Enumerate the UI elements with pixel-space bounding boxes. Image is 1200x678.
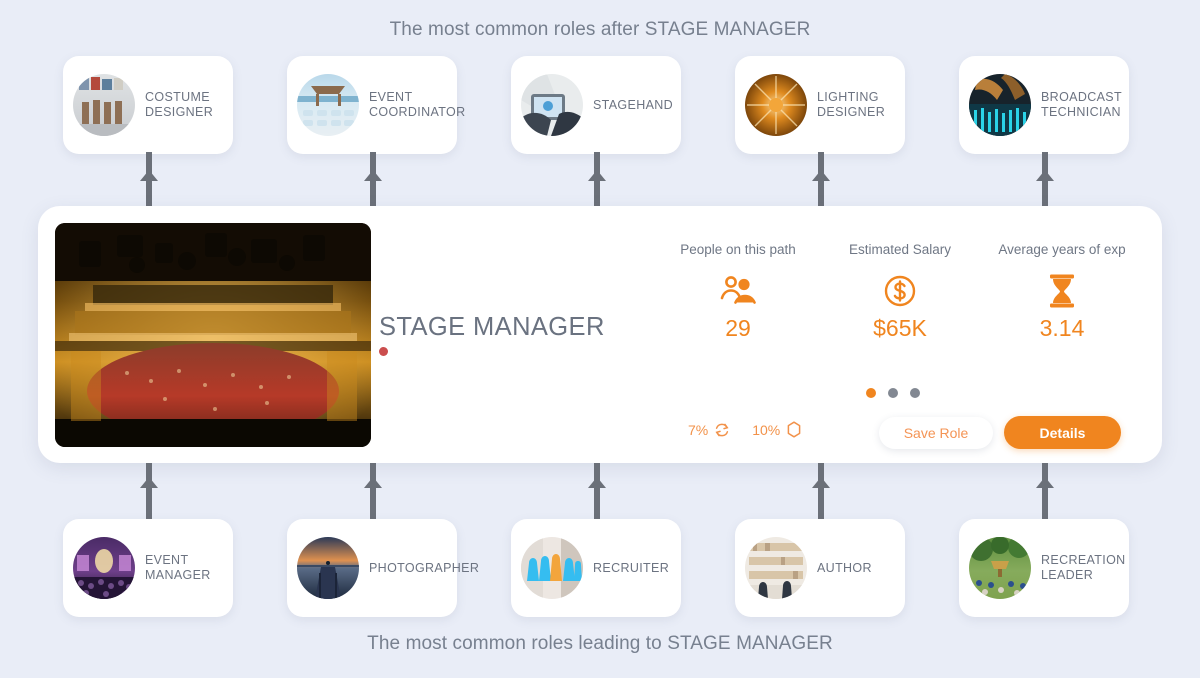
pagination-dot-3[interactable] xyxy=(910,388,920,398)
arrow-up-icon xyxy=(812,170,830,181)
details-button[interactable]: Details xyxy=(1004,416,1121,449)
connector-up-bottom-4 xyxy=(812,463,830,520)
previous-role-card-5[interactable]: RECREATION LEADER xyxy=(959,519,1129,617)
connector-up-top-4 xyxy=(812,152,830,208)
people-icon xyxy=(660,271,816,311)
next-role-card-3[interactable]: STAGEHAND xyxy=(511,56,681,154)
carousel-pagination[interactable] xyxy=(866,388,920,398)
metric-growth-rate: 10% xyxy=(752,421,802,438)
stat-experience: Average years of exp 3.14 xyxy=(984,242,1140,342)
arrow-up-icon xyxy=(1036,477,1054,488)
arrow-up-icon xyxy=(588,170,606,181)
pagination-dot-2[interactable] xyxy=(888,388,898,398)
stat-people-label: People on this path xyxy=(680,242,796,257)
previous-role-label-2: PHOTOGRAPHER xyxy=(369,560,480,575)
heading-next-roles: The most common roles after STAGE MANAGE… xyxy=(389,19,811,40)
previous-role-label-4: AUTHOR xyxy=(817,560,872,575)
arrow-up-icon xyxy=(364,170,382,181)
connector-up-bottom-5 xyxy=(1036,463,1054,520)
arrow-up-icon xyxy=(140,170,158,181)
metric-transition-value: 7% xyxy=(688,421,709,438)
connector-up-bottom-1 xyxy=(140,463,158,520)
hexagon-outline-icon xyxy=(786,421,802,438)
stat-salary-label: Estimated Salary xyxy=(848,242,952,257)
arrow-up-icon xyxy=(1036,170,1054,181)
next-role-label-5: BROADCAST TECHNICIAN xyxy=(1041,90,1122,119)
previous-role-label-1: EVENT MANAGER xyxy=(145,553,211,582)
pagination-dot-1[interactable] xyxy=(866,388,876,398)
previous-role-thumbnail-1 xyxy=(73,537,135,599)
current-role-title: STAGE MANAGER xyxy=(379,313,605,341)
arrow-up-icon xyxy=(588,477,606,488)
next-role-label-4: LIGHTING DESIGNER xyxy=(817,90,886,119)
next-role-thumbnail-3 xyxy=(521,74,583,136)
next-role-card-4[interactable]: LIGHTING DESIGNER xyxy=(735,56,905,154)
refresh-cycle-icon xyxy=(714,422,730,438)
heading-previous-roles: The most common roles leading to STAGE M… xyxy=(367,633,833,654)
previous-role-thumbnail-5 xyxy=(969,537,1031,599)
stat-salary-value: $65K xyxy=(873,315,927,341)
arrow-up-icon xyxy=(364,477,382,488)
next-role-card-1[interactable]: COSTUME DESIGNER xyxy=(63,56,233,154)
current-role-image xyxy=(55,223,371,447)
hourglass-icon xyxy=(984,271,1140,311)
next-role-label-2: EVENT COORDINATOR xyxy=(369,90,466,119)
next-role-label-1: COSTUME DESIGNER xyxy=(145,90,214,119)
arrow-up-icon xyxy=(140,477,158,488)
previous-role-card-4[interactable]: AUTHOR xyxy=(735,519,905,617)
metric-growth-value: 10% xyxy=(752,421,781,438)
stats-row: People on this path 29 Estimated Salary xyxy=(660,242,1140,342)
connector-up-top-3 xyxy=(588,152,606,208)
metrics-row: 7% 10% xyxy=(688,421,802,438)
stat-experience-label: Average years of exp xyxy=(998,242,1126,257)
previous-role-label-5: RECREATION LEADER xyxy=(1041,553,1126,582)
next-role-label-3: STAGEHAND xyxy=(593,97,674,112)
dollar-circle-icon xyxy=(822,271,978,311)
previous-role-thumbnail-4 xyxy=(745,537,807,599)
next-role-thumbnail-1 xyxy=(73,74,135,136)
connector-up-bottom-3 xyxy=(588,463,606,520)
previous-role-card-1[interactable]: EVENT MANAGER xyxy=(63,519,233,617)
next-role-card-5[interactable]: BROADCAST TECHNICIAN xyxy=(959,56,1129,154)
previous-role-thumbnail-3 xyxy=(521,537,583,599)
next-role-thumbnail-5 xyxy=(969,74,1031,136)
previous-role-label-3: RECRUITER xyxy=(593,560,670,575)
connector-up-top-2 xyxy=(364,152,382,208)
connector-up-bottom-2 xyxy=(364,463,382,520)
current-role-card[interactable]: STAGE MANAGER People on this path 29 Est… xyxy=(38,206,1162,463)
status-dot xyxy=(379,347,388,356)
previous-role-thumbnail-2 xyxy=(297,537,359,599)
stat-experience-value: 3.14 xyxy=(1039,315,1085,341)
previous-role-card-3[interactable]: RECRUITER xyxy=(511,519,681,617)
metric-transition-rate: 7% xyxy=(688,422,730,438)
stat-salary: Estimated Salary $65K xyxy=(822,242,978,342)
arrow-up-icon xyxy=(812,477,830,488)
connector-up-top-5 xyxy=(1036,152,1054,208)
next-role-thumbnail-4 xyxy=(745,74,807,136)
connector-up-top-1 xyxy=(140,152,158,208)
previous-role-card-2[interactable]: PHOTOGRAPHER xyxy=(287,519,479,617)
next-role-card-2[interactable]: EVENT COORDINATOR xyxy=(287,56,465,154)
next-role-thumbnail-2 xyxy=(297,74,359,136)
save-role-button[interactable]: Save Role xyxy=(879,417,993,449)
stat-people-value: 29 xyxy=(725,315,751,341)
stat-people: People on this path 29 xyxy=(660,242,816,342)
